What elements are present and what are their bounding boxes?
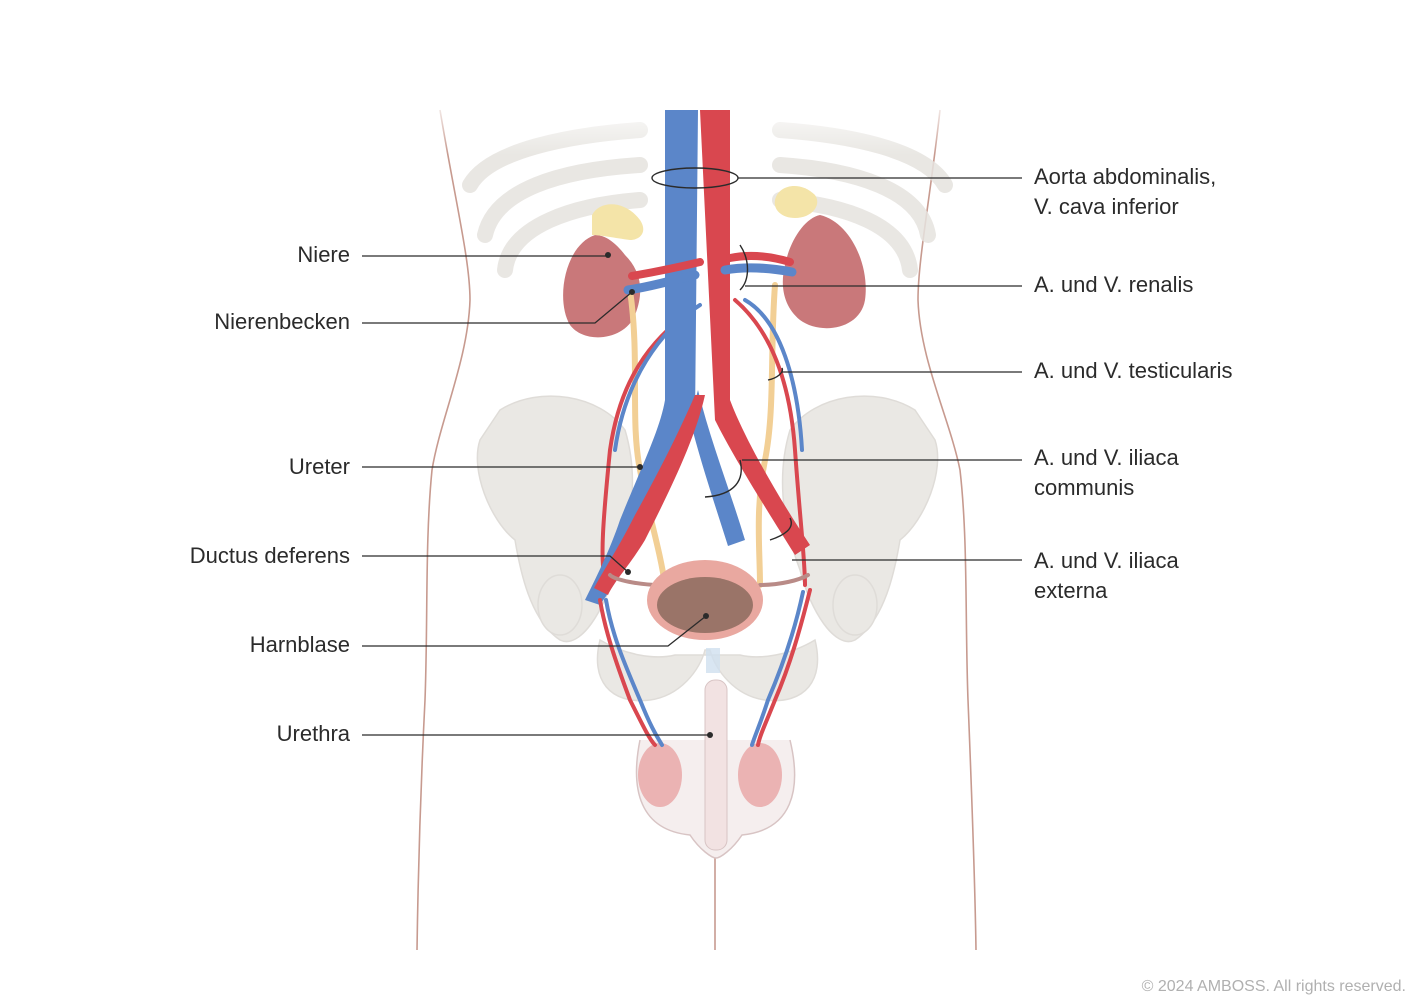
label-renalis: A. und V. renalis: [1034, 272, 1194, 297]
leader-lines-left: [362, 255, 710, 736]
aorta-abdominalis: [594, 110, 810, 595]
label-ductus-deferens: Ductus deferens: [189, 543, 350, 568]
left-kidney: [563, 204, 644, 338]
label-iliaca-communis-line1: A. und V. iliaca: [1034, 445, 1179, 470]
label-testicularis: A. und V. testicularis: [1034, 358, 1233, 383]
label-urethra: Urethra: [276, 721, 350, 746]
label-aorta-line2: V. cava inferior: [1034, 194, 1179, 219]
copyright-notice: © 2024 AMBOSS. All rights reserved.: [1141, 978, 1406, 995]
pelvis: [476, 395, 939, 702]
label-iliaca-externa-line2: externa: [1034, 578, 1108, 603]
leader-lines-right: [738, 177, 1022, 561]
renal-vessels: [623, 251, 797, 295]
label-iliaca-communis-line2: communis: [1034, 475, 1135, 500]
leader-ductus: [362, 555, 629, 573]
label-niere: Niere: [297, 242, 350, 267]
label-iliaca-externa-line1: A. und V. iliaca: [1034, 548, 1179, 573]
leader-harnblase: [362, 615, 707, 647]
label-nierenbecken: Nierenbecken: [214, 309, 350, 334]
right-kidney: [774, 185, 866, 329]
iliac-externa-vessels: [598, 588, 812, 747]
vena-cava-inferior: [585, 110, 745, 605]
external-genitalia: [635, 679, 796, 859]
label-ureter: Ureter: [288, 454, 350, 479]
label-aorta-line1: Aorta abdominalis,: [1034, 164, 1217, 189]
leader-nierenbecken: [362, 291, 633, 324]
label-harnblase: Harnblase: [249, 632, 350, 657]
bladder: [647, 560, 763, 673]
body-outline: [416, 109, 977, 951]
